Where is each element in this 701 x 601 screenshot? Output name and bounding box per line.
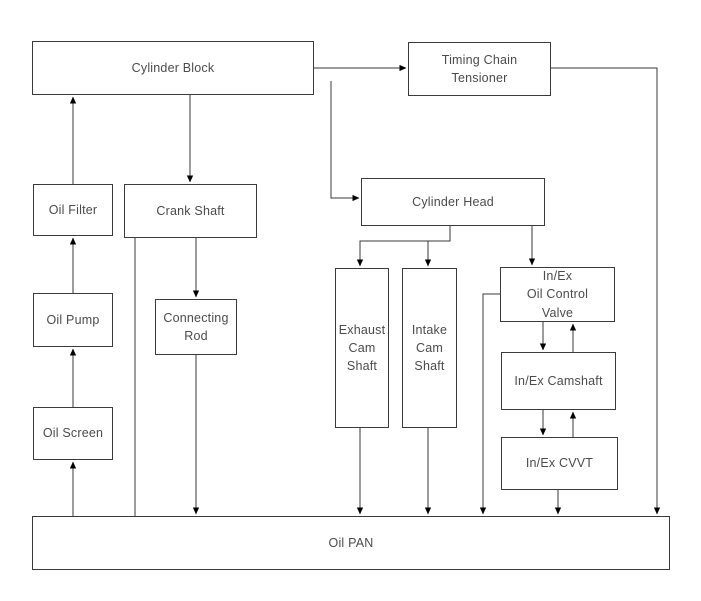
node-label-inex-camshaft: In/Ex Camshaft [514, 373, 603, 388]
node-inex-cvvt[interactable]: In/Ex CVVT [501, 437, 618, 490]
node-label-crank-shaft: Crank Shaft [156, 203, 225, 218]
connector-cylinder-block-to-cylinder-head [330, 81, 360, 202]
node-label-intake-cam-shaft: Intake Cam Shaft [411, 322, 448, 374]
connector-ocv-to-oil-pan [479, 293, 500, 515]
node-label-cylinder-head: Cylinder Head [412, 194, 494, 209]
node-oil-filter[interactable]: Oil Filter [33, 184, 113, 236]
node-timing-chain[interactable]: Timing Chain Tensioner [408, 42, 551, 96]
node-oil-control-valve[interactable]: In/Ex Oil Control Valve [500, 267, 615, 322]
node-label-oil-control-valve: In/Ex Oil Control Valve [526, 269, 589, 320]
node-label-connecting-rod: Connecting Rod [163, 310, 229, 343]
node-label-oil-filter: Oil Filter [48, 202, 98, 217]
node-intake-cam-shaft[interactable]: Intake Cam Shaft [402, 268, 457, 428]
node-oil-screen[interactable]: Oil Screen [33, 407, 113, 460]
node-exhaust-cam-shaft[interactable]: Exhaust Cam Shaft [335, 268, 389, 428]
node-label-oil-pump: Oil Pump [46, 312, 100, 327]
node-label-inex-cvvt: In/Ex CVVT [525, 456, 594, 471]
node-label-cylinder-block: Cylinder Block [131, 60, 215, 75]
node-inex-camshaft[interactable]: In/Ex Camshaft [501, 352, 616, 410]
node-cylinder-head[interactable]: Cylinder Head [361, 178, 545, 226]
node-cylinder-block[interactable]: Cylinder Block [32, 41, 314, 95]
node-oil-pump[interactable]: Oil Pump [33, 293, 113, 347]
node-oil-pan[interactable]: Oil PAN [32, 516, 670, 570]
node-crank-shaft[interactable]: Crank Shaft [124, 184, 257, 238]
node-connecting-rod[interactable]: Connecting Rod [155, 299, 237, 355]
node-label-oil-screen: Oil Screen [42, 426, 104, 441]
node-label-exhaust-cam-shaft: Exhaust Cam Shaft [338, 322, 386, 374]
node-label-oil-pan: Oil PAN [328, 535, 374, 550]
node-label-timing-chain: Timing Chain Tensioner [441, 52, 518, 85]
connector-cylinder-head-to-cam-shafts [356, 226, 451, 267]
